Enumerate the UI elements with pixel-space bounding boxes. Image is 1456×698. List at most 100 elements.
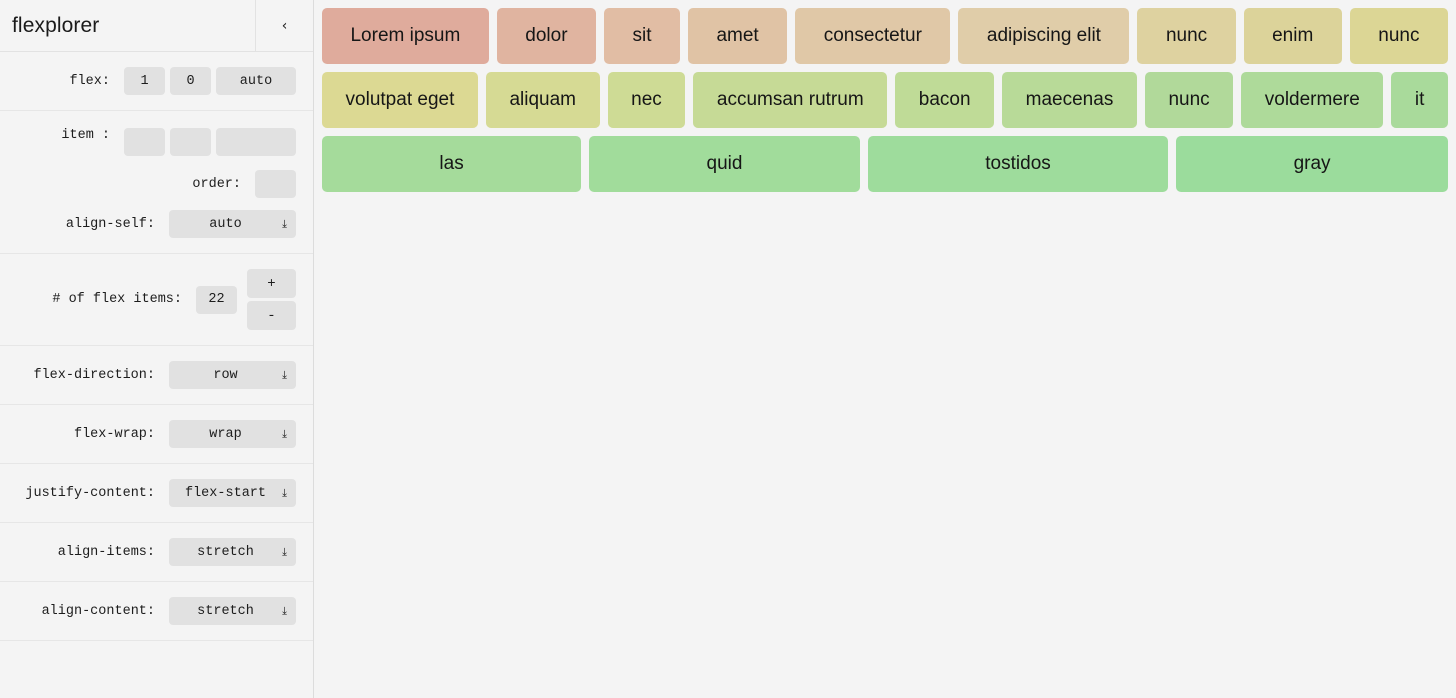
flex-item-label: adipiscing elit (986, 25, 1101, 46)
flex-item[interactable]: bacon (895, 72, 995, 128)
flex-item[interactable]: enim (1243, 8, 1342, 64)
flex-label: flex: (69, 73, 110, 89)
flex-item-label: amet (716, 25, 759, 46)
flex-item-label: nunc (1378, 25, 1420, 46)
flex-item[interactable]: volutpat eget (322, 72, 478, 128)
justify-content-label: justify-content: (25, 485, 155, 501)
align-content-label: align-content: (41, 603, 155, 619)
flex-item[interactable]: Lorem ipsum (322, 8, 489, 64)
collapse-sidebar-button[interactable]: ‹ (255, 0, 313, 51)
align-content-select[interactable]: flex-startflex-endcenterspace-betweenspa… (169, 597, 296, 625)
flex-item-label: voldermere (1264, 89, 1360, 110)
item-count-input[interactable] (196, 285, 237, 314)
flex-item[interactable]: adipiscing elit (958, 8, 1130, 64)
align-items-section: align-items: flex-startflex-endcenterbas… (0, 523, 313, 582)
flex-item-label: aliquam (509, 89, 577, 110)
flex-direction-section: flex-direction: rowrow-reversecolumncolu… (0, 346, 313, 405)
flex-wrap-section: flex-wrap: nowrapwrapwrap-reverse ⤓ (0, 405, 313, 464)
item-row: item : (0, 120, 313, 164)
page-title: flexplorer (12, 13, 100, 37)
flex-item-label: consectetur (823, 25, 922, 46)
flex-item-label: accumsan rutrum (716, 89, 864, 110)
align-self-label: align-self: (65, 216, 155, 232)
order-input[interactable] (255, 170, 296, 198)
flex-direction-select[interactable]: rowrow-reversecolumncolumn-reverse (169, 361, 296, 389)
item-section: item : order: align-self: autoflex-start… (0, 111, 313, 254)
flex-item[interactable]: nec (607, 72, 686, 128)
flex-item-label: dolor (525, 25, 568, 46)
flex-direction-select-wrap[interactable]: rowrow-reversecolumncolumn-reverse ⤓ (169, 361, 296, 389)
flex-direction-label: flex-direction: (33, 367, 155, 383)
flex-item[interactable]: accumsan rutrum (693, 72, 888, 128)
justify-content-section: justify-content: flex-startflex-endcente… (0, 464, 313, 523)
sidebar-header: flexplorer ‹ (0, 0, 313, 52)
flex-item-label: volutpat eget (345, 89, 455, 110)
flex-item-label: nec (631, 89, 662, 110)
justify-content-select-wrap[interactable]: flex-startflex-endcenterspace-betweenspa… (169, 479, 296, 507)
align-content-section: align-content: flex-startflex-endcenters… (0, 582, 313, 641)
flex-item[interactable]: nunc (1349, 8, 1448, 64)
item-count-label: # of flex items: (52, 292, 182, 307)
flex-preview-stage: Lorem ipsum dolor sit amet consectetur adipis… (314, 0, 1456, 698)
flex-item[interactable]: nunc (1137, 8, 1236, 64)
flex-item[interactable]: consectetur (795, 8, 951, 64)
flex-wrap-label: flex-wrap: (73, 426, 155, 442)
align-items-select-wrap[interactable]: flex-startflex-endcenterbaselinestretch … (169, 538, 296, 566)
flex-grow-input[interactable] (124, 67, 165, 95)
flex-item-label: quid (706, 153, 743, 174)
item-count-section: # of flex items: + - (0, 254, 313, 346)
flex-item[interactable]: las (322, 136, 582, 192)
justify-content-row: justify-content: flex-startflex-endcente… (0, 473, 313, 513)
flex-item[interactable]: maecenas (1002, 72, 1137, 128)
align-items-row: align-items: flex-startflex-endcenterbas… (0, 532, 313, 572)
flex-item-label: Lorem ipsum (350, 25, 461, 46)
align-self-row: align-self: autoflex-startflex-endcenter… (0, 204, 313, 244)
flex-wrap-select[interactable]: nowrapwrapwrap-reverse (169, 420, 296, 448)
align-self-select[interactable]: autoflex-startflex-endcenterbaselinestre… (169, 210, 296, 238)
flex-item[interactable]: amet (687, 8, 788, 64)
align-content-select-wrap[interactable]: flex-startflex-endcenterspace-betweenspa… (169, 597, 296, 625)
chevron-left-icon: ‹ (281, 17, 288, 34)
add-item-button[interactable]: + (247, 269, 296, 298)
item-count-stepper: + - (247, 269, 296, 330)
flex-item[interactable]: aliquam (485, 72, 600, 128)
item-shrink-input[interactable] (170, 128, 211, 156)
item-grow-input[interactable] (124, 128, 165, 156)
align-items-select[interactable]: flex-startflex-endcenterbaselinestretch (169, 538, 296, 566)
justify-content-select[interactable]: flex-startflex-endcenterspace-betweenspa… (169, 479, 296, 507)
flex-item-label: gray (1293, 153, 1331, 174)
item-basis-input[interactable] (216, 128, 296, 156)
flex-item-label: it (1414, 89, 1425, 110)
order-label: order: (192, 176, 241, 192)
align-items-label: align-items: (57, 544, 155, 560)
flex-row: flex: (0, 61, 313, 101)
controls-sidebar: flexplorer ‹ flex: item : order: (0, 0, 314, 698)
item-count-row: # of flex items: + - (0, 263, 313, 336)
flex-item[interactable]: tostidos (867, 136, 1169, 192)
flex-item-label: bacon (918, 89, 971, 110)
flex-shorthand-section: flex: (0, 52, 313, 111)
flex-item[interactable]: gray (1176, 136, 1448, 192)
flex-item-label: las (439, 153, 464, 174)
order-row: order: (0, 164, 313, 204)
flex-wrap-row: flex-wrap: nowrapwrapwrap-reverse ⤓ (0, 414, 313, 454)
flex-shrink-input[interactable] (170, 67, 211, 95)
flex-wrap-select-wrap[interactable]: nowrapwrapwrap-reverse ⤓ (169, 420, 296, 448)
flex-item[interactable]: quid (589, 136, 860, 192)
flex-item[interactable]: dolor (496, 8, 597, 64)
flex-item[interactable]: sit (604, 8, 680, 64)
flex-item-label: enim (1272, 25, 1314, 46)
align-self-select-wrap[interactable]: autoflex-startflex-endcenterbaselinestre… (169, 210, 296, 238)
flex-item-label: sit (632, 25, 652, 46)
flex-item-label: nunc (1165, 25, 1208, 46)
flex-item[interactable]: it (1391, 72, 1448, 128)
align-content-row: align-content: flex-startflex-endcenters… (0, 591, 313, 631)
flex-basis-input[interactable] (216, 67, 296, 95)
flex-item-label: nunc (1168, 89, 1210, 110)
flex-item[interactable]: nunc (1144, 72, 1234, 128)
flex-item[interactable]: voldermere (1241, 72, 1384, 128)
item-label: item : (61, 128, 110, 143)
remove-item-button[interactable]: - (247, 301, 296, 330)
flex-item-label: maecenas (1025, 89, 1114, 110)
